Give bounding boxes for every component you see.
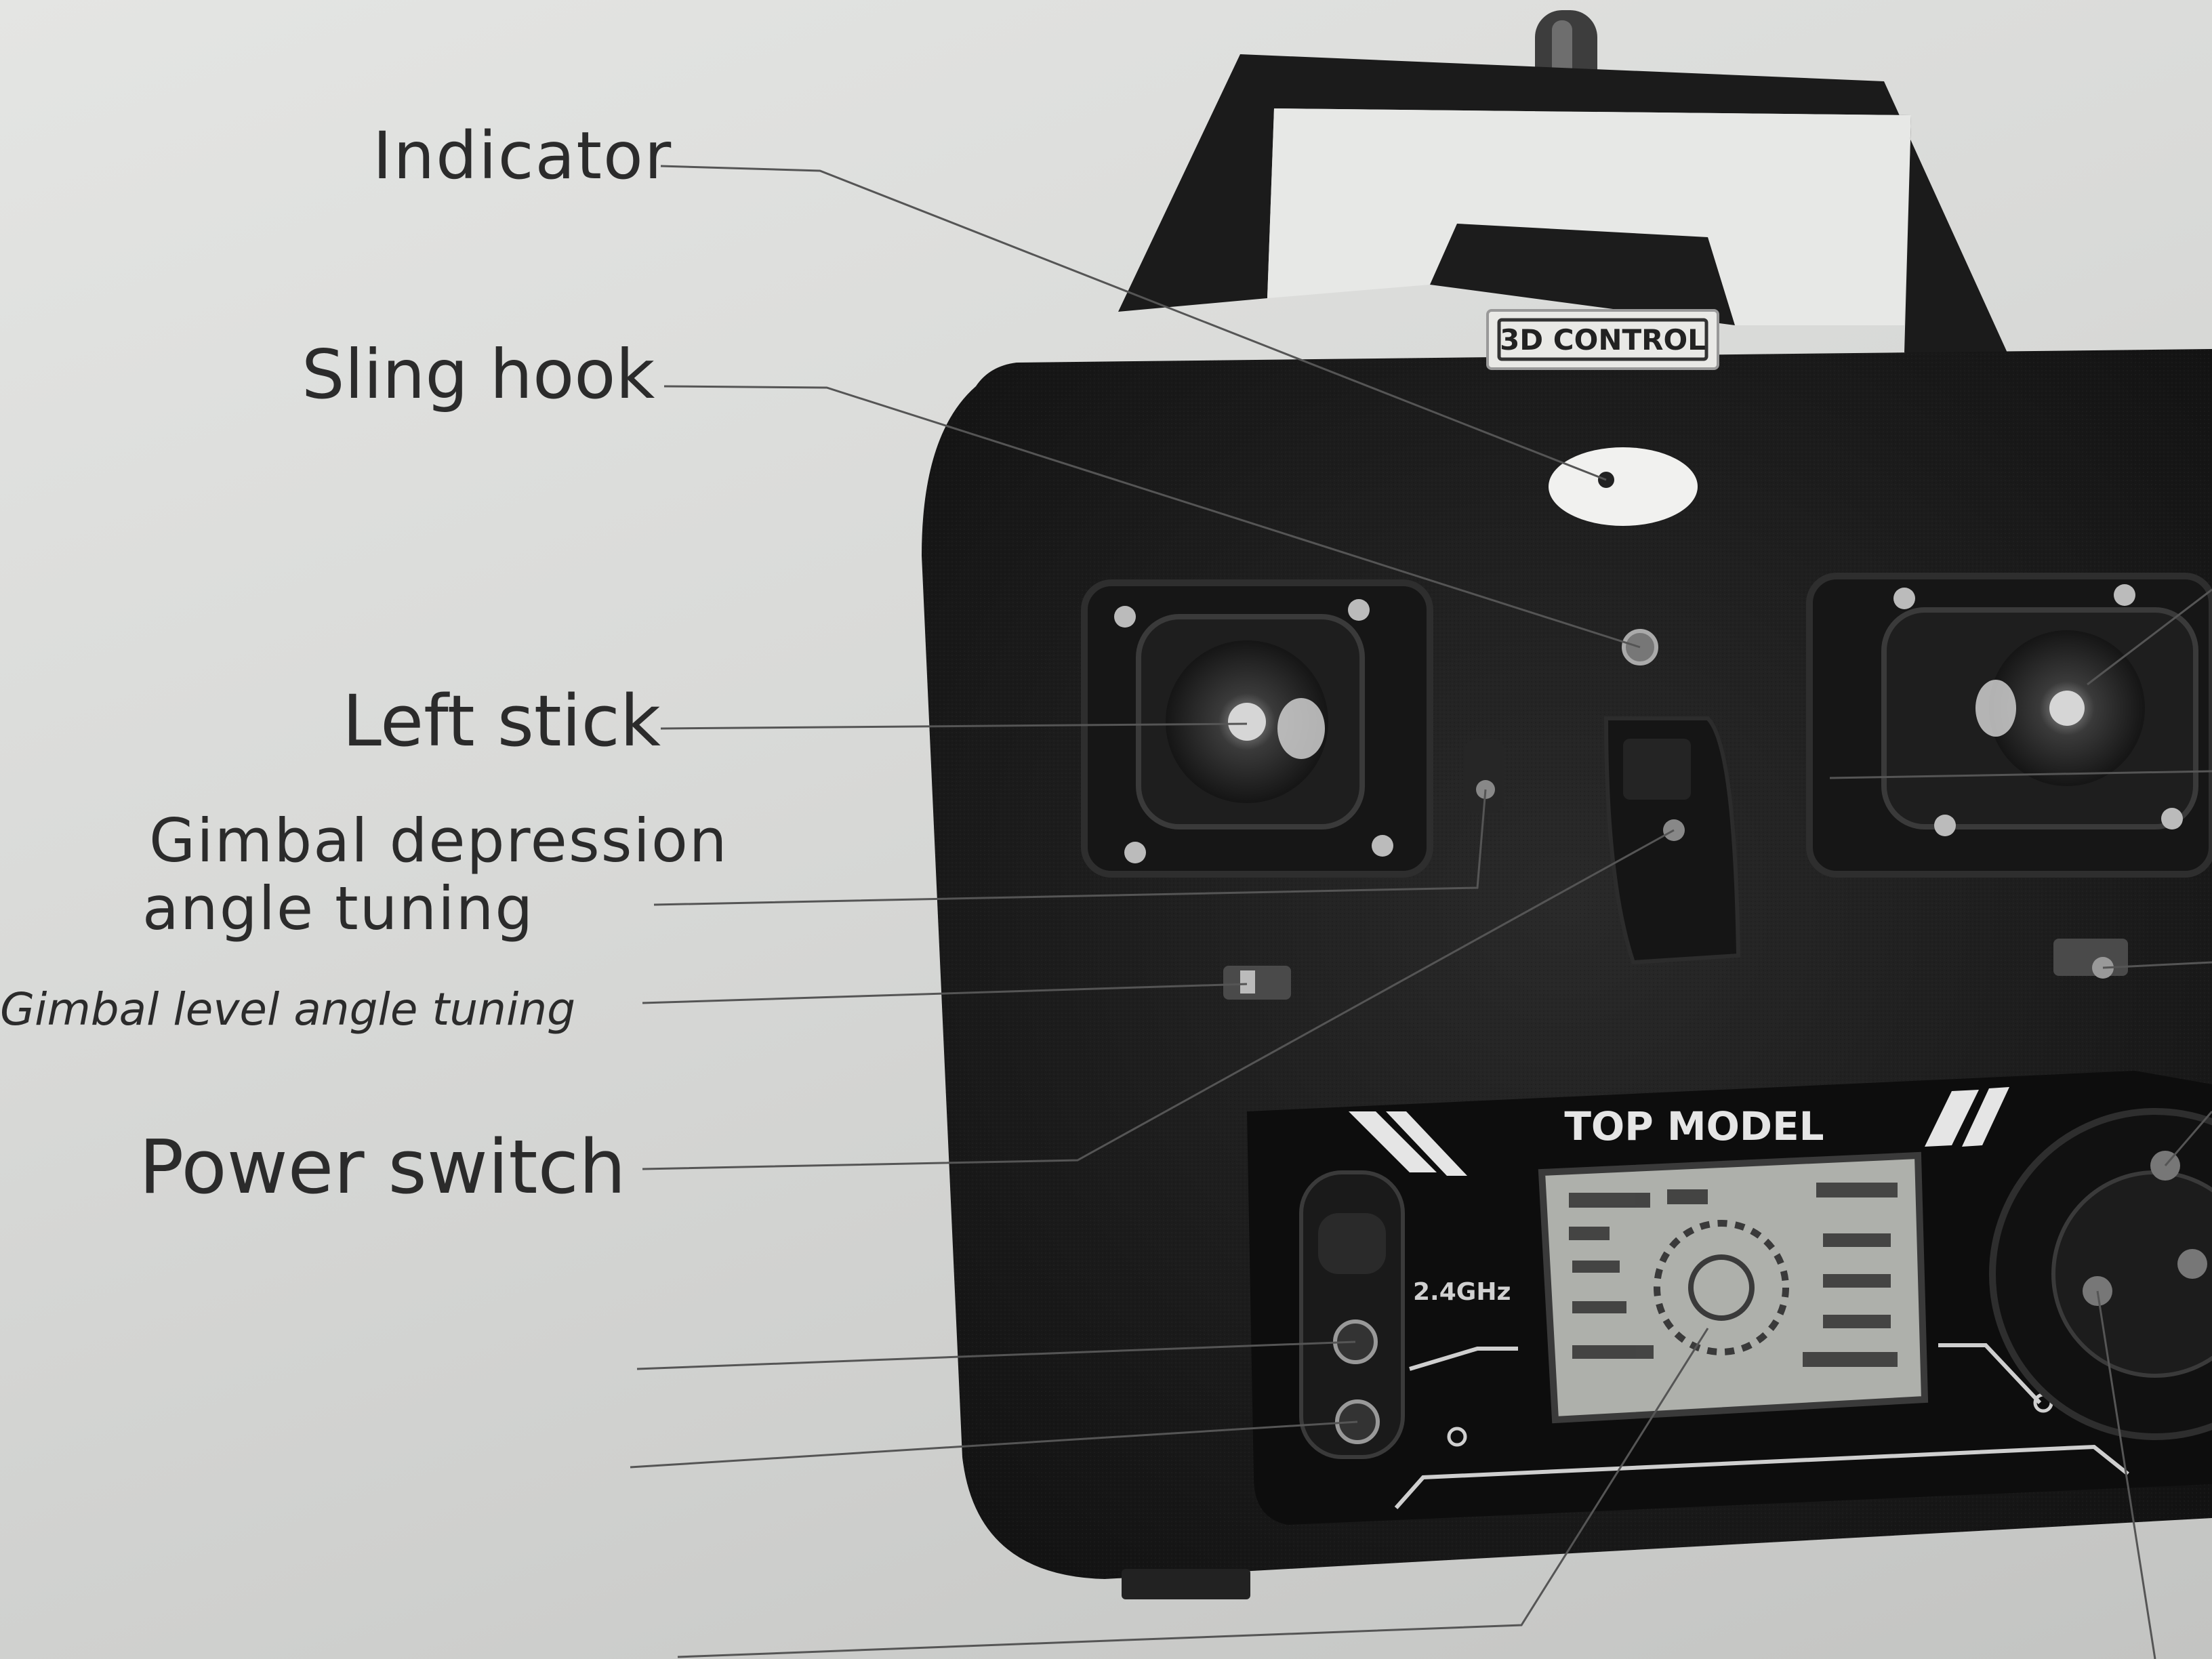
gimbal-depression-trim[interactable]: [1464, 739, 1504, 813]
brand-text: TOP MODEL: [1564, 1103, 1824, 1149]
band-text: 2.4GHz: [1413, 1278, 1511, 1306]
right-trim-switch[interactable]: [2053, 939, 2128, 976]
3d-control-logo: 3D CONTROL: [1486, 309, 1719, 370]
indicator-light: [1549, 447, 1698, 526]
logo-text: 3D CONTROL: [1500, 323, 1706, 356]
gimbal-depression-label-line1: Gimbal depression: [149, 806, 729, 876]
right-dial[interactable]: [1989, 1108, 2212, 1440]
gimbal-depression-label-line2: angle tuning: [142, 874, 535, 943]
left-rocker[interactable]: [1299, 1170, 1405, 1459]
left-stick-label: Left stick: [342, 680, 661, 762]
power-switch[interactable]: [1603, 716, 1741, 965]
lcd-screen: [1538, 1151, 1929, 1424]
power-switch-label: Power switch: [139, 1124, 626, 1210]
gimbal-level-label: Gimbal level angle tuning: [0, 983, 576, 1036]
carry-handle: [1118, 54, 2020, 380]
leader-lines: [630, 165, 2212, 1659]
gimbal-level-trim[interactable]: [1223, 966, 1291, 1000]
sling-hook-label: Sling hook: [302, 335, 655, 414]
indicator-label: Indicator: [373, 118, 673, 194]
